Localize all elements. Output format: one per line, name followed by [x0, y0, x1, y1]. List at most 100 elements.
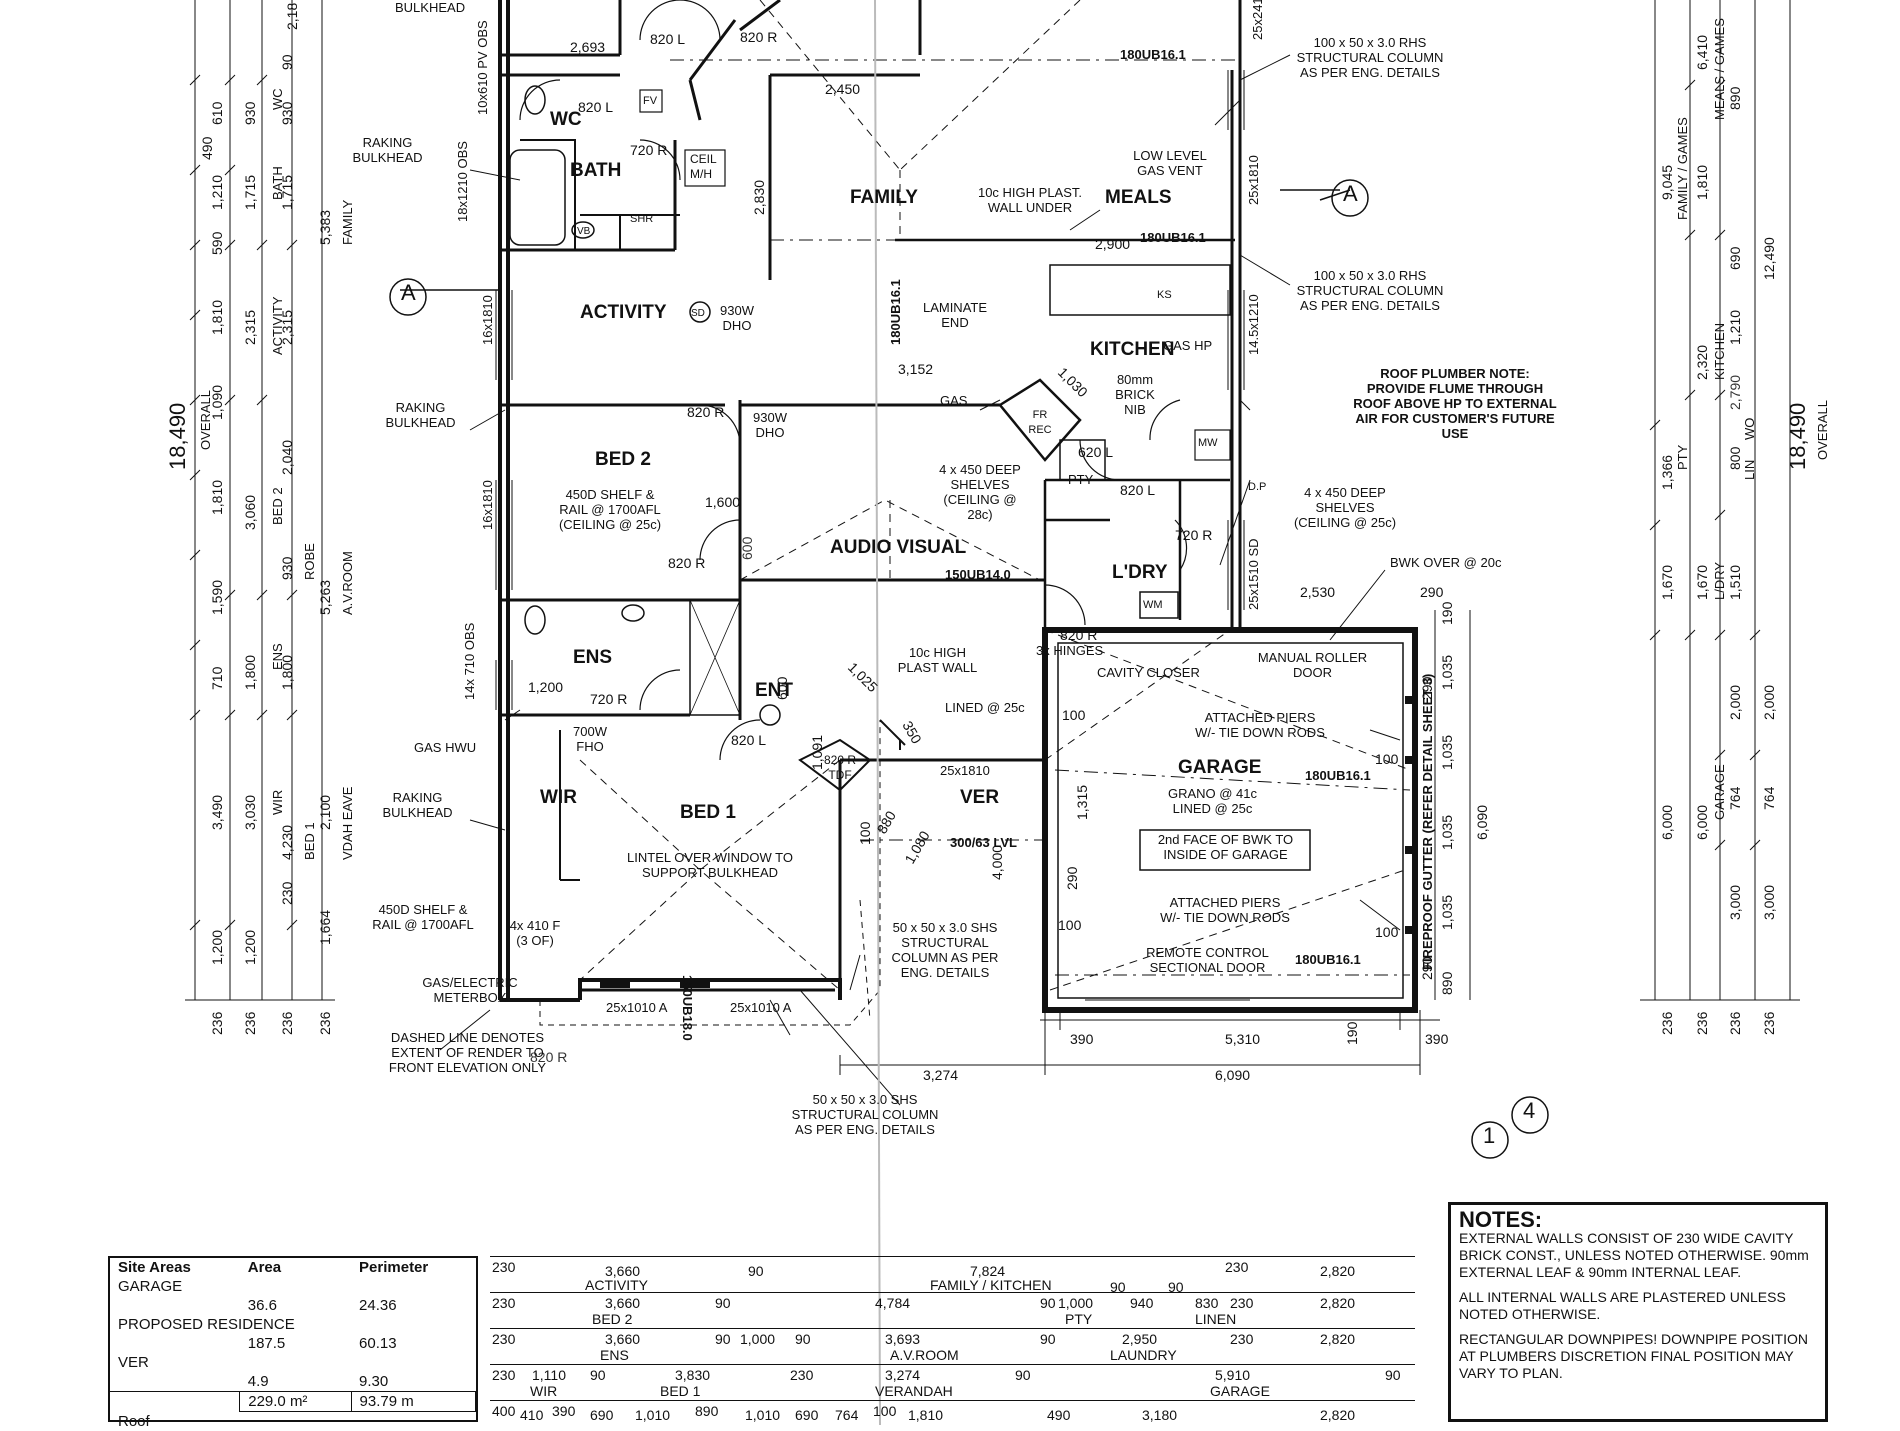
overall-label: OVERALL	[1815, 400, 1830, 460]
door-label: 720 R	[1175, 528, 1212, 543]
schedule-cell: 90	[1385, 1367, 1401, 1383]
schedule-cell: 100	[873, 1403, 896, 1419]
dim-right: 3,000	[1762, 885, 1777, 920]
dimension-text: 4,000	[990, 845, 1005, 880]
dim-right: 2,000	[1762, 685, 1777, 720]
section-marker-label: A	[401, 285, 416, 300]
callout-meterbox: GAS/ELECTRIC METERBOX	[420, 975, 520, 1005]
site-row-perimeter: 24.36	[351, 1296, 475, 1315]
callout-dashed-line: DASHED LINE DENOTES EXTENT OF RENDER TO …	[385, 1030, 550, 1075]
smoke-detector	[760, 705, 780, 725]
dim-right: 800	[1728, 447, 1743, 470]
room-dim-label: KITCHEN	[1712, 323, 1727, 380]
dim-left: 4,230	[280, 825, 295, 860]
dim-right: 764	[1728, 787, 1743, 810]
schedule-cell: 1,810	[908, 1407, 943, 1423]
dim-left: 1,200	[210, 930, 225, 965]
dim-left: 236	[210, 1012, 225, 1035]
dim-left: 90	[280, 54, 295, 70]
callout-grano: GRANO @ 41c LINED @ 25c	[1165, 786, 1260, 816]
dim-left: 1,090	[210, 385, 225, 420]
dim-left: 5,383	[318, 210, 333, 245]
callout-fireproof-gutter: FIREPROOF GUTTER (REFER DETAIL SHEET 3)	[1420, 674, 1435, 970]
callout-shelves: 4 x 450 DEEP SHELVES (CEILING @ 25c)	[1290, 485, 1400, 530]
schedule-room-label: LAUNDRY	[1110, 1347, 1177, 1363]
callout-plast-wall: 10c HIGH PLAST WALL	[895, 645, 980, 675]
window-label: 25x1810	[940, 763, 990, 778]
dim-left: 2,315	[280, 310, 295, 345]
dim-right: 6,410	[1695, 35, 1710, 70]
schedule-room-label: BED 1	[660, 1383, 700, 1399]
dim-left: 1,590	[210, 580, 225, 615]
callout-raking-bulkhead: RAKING BULKHEAD	[378, 400, 463, 430]
schedule-row: 230 3,660 90 4,784 90 1,000 940 830 230 …	[490, 1292, 1415, 1329]
dim-left: 1,210	[210, 175, 225, 210]
notes-panel: NOTES: EXTERNAL WALLS CONSIST OF 230 WID…	[1448, 1202, 1828, 1422]
schedule-cell: 1,010	[745, 1407, 780, 1423]
callout-fho: 700W FHO	[565, 724, 615, 754]
schedule-cell: 940	[1130, 1295, 1153, 1311]
door-label: 720 R	[630, 143, 667, 158]
dim-right: 12,490	[1762, 237, 1777, 280]
dim-right: 1,366	[1660, 455, 1675, 490]
dim-garage: 290	[1420, 957, 1435, 980]
dim-left: 930	[280, 557, 295, 580]
callout-laminate-end: LAMINATE END	[920, 300, 990, 330]
dimension-text: 100	[1058, 918, 1081, 933]
room-label-bed2: BED 2	[595, 452, 651, 467]
callout-lined: LINED @ 25c	[945, 700, 1025, 715]
room-label-garage: GARAGE	[1178, 760, 1261, 775]
dimension-text: 1,200	[528, 680, 563, 695]
schedule-cell: 2,820	[1320, 1407, 1355, 1423]
dim-left: 490	[200, 137, 215, 160]
callout-structural-column: 100 x 50 x 3.0 RHS STRUCTURAL COLUMN AS …	[1290, 268, 1450, 313]
dim-left: 1,664	[318, 910, 333, 945]
site-row-name: PROPOSED RESIDENCE	[110, 1315, 476, 1334]
site-header: Perimeter	[351, 1258, 475, 1277]
site-row-name: GARAGE	[110, 1277, 476, 1296]
dimension-text: 390	[1070, 1032, 1093, 1047]
schedule-cell: 90	[715, 1331, 731, 1347]
schedule-cell: 690	[795, 1407, 818, 1423]
dimension-text: 3,152	[898, 362, 933, 377]
dim-right: 2,320	[1695, 345, 1710, 380]
section-marker-label: A	[1343, 186, 1358, 201]
callout-obs: 4x 410 F (3 OF)	[505, 918, 565, 948]
site-header: Site Areas	[110, 1258, 240, 1277]
dimension-text: 190	[1345, 1022, 1360, 1045]
dim-right: 1,510	[1728, 565, 1743, 600]
room-label-wir: WIR	[540, 790, 577, 805]
dimension-text: 1,091	[810, 735, 825, 770]
dim-left: 1,715	[243, 175, 258, 210]
callout-cavity-closer: CAVITY CLOSER	[1097, 665, 1200, 680]
schedule-room-label: LINEN	[1195, 1311, 1236, 1327]
room-dim-label: LIN	[1742, 460, 1757, 480]
door-label: 820 L	[731, 733, 766, 748]
schedule-cell: 3,180	[1142, 1407, 1177, 1423]
schedule-room-label: ENS	[600, 1347, 629, 1363]
schedule-cell: 90	[795, 1331, 811, 1347]
dp-label: D.P	[1248, 480, 1266, 495]
schedule-cell: 890	[695, 1403, 718, 1419]
callout-remote-door: REMOTE CONTROL SECTIONAL DOOR	[1140, 945, 1275, 975]
dim-garage: 1,035	[1440, 655, 1455, 690]
window-label: 25x2410	[1250, 0, 1265, 40]
door-label: 820 L	[1120, 483, 1155, 498]
dim-left: 2,315	[243, 310, 258, 345]
beam-label: 180UB16.1	[1295, 952, 1361, 967]
room-dim-label: BED 2	[270, 487, 285, 525]
schedule-cell: 90	[748, 1263, 764, 1279]
dimension-text: 100	[858, 822, 873, 845]
door-label: 820 R	[1060, 628, 1097, 643]
dim-right: 6,000	[1660, 805, 1675, 840]
dim-right: 890	[1728, 87, 1743, 110]
site-header: Area	[240, 1258, 351, 1277]
dim-right: 1,670	[1695, 565, 1710, 600]
schedule-row: 230 3,660 90 1,000 90 3,693 90 2,950 230…	[490, 1328, 1415, 1365]
schedule-cell: 230	[1230, 1295, 1253, 1311]
room-dim-label: BED 1	[302, 822, 317, 860]
sd-label: SD	[691, 306, 705, 321]
schedule-row: 400 410 390 690 1,010 890 1,010 690 764 …	[490, 1400, 1415, 1425]
callout-shs-column: 50 x 50 x 3.0 SHS STRUCTURAL COLUMN AS P…	[890, 920, 1000, 980]
